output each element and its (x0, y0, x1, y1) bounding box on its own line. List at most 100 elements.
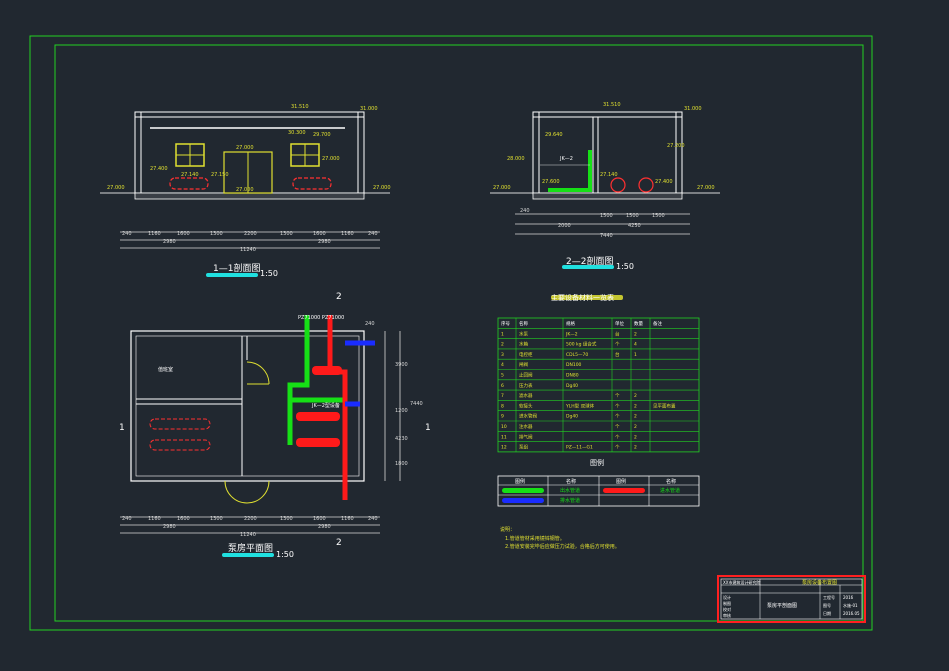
equipment-table-cell-r4-c3: DN100 (566, 362, 582, 368)
plan-side-dim-1: 3900 (395, 362, 408, 368)
s22-dim-1: 240 (520, 208, 530, 214)
legend-swatch-green (502, 488, 544, 493)
plan-dim-mid-1: 2980 (163, 524, 176, 530)
equipment-table-cell-r12-c3: PZ—11—G1 (566, 445, 593, 451)
s22-elev-pipe-3: 27.400 (655, 179, 673, 185)
equipment-table-cell-r12-c1: 12 (501, 445, 507, 451)
s22-dim-3: 1500 (626, 213, 639, 219)
plan-tank-2 (149, 439, 211, 451)
equipment-table-cell-r10-c1: 10 (501, 424, 507, 430)
s22-elev-floor-right: 27.000 (697, 185, 715, 191)
notes-line-1: 1.管道管材采用镜锌钢管。 (505, 535, 565, 542)
elev-pipe-1: 27.400 (150, 166, 168, 172)
elev-beam: 29.700 (313, 132, 331, 138)
equipment-table-cell-r10-c2: 注水器 (519, 423, 533, 430)
equipment-table-cell-r10-c4: 个 (615, 424, 620, 430)
plan-side-dim-2: 1200 (395, 408, 408, 414)
elev-floor-right: 27.000 (373, 185, 391, 191)
notes-line-2: 2.管道安装完毕后应做压力试验，合格后方可使用。 (505, 543, 620, 550)
plan-dim-8: 1160 (341, 516, 354, 522)
s11-dim-4: 1300 (210, 231, 223, 237)
equipment-table-header-2: 名称 (519, 320, 528, 327)
equipment-table-cell-r7-c4: 个 (615, 393, 620, 399)
plan-scale: 1:50 (276, 550, 294, 559)
title-block-right-value-1: 2016 (843, 595, 854, 600)
title-block-right-field-3: 日期 (823, 610, 831, 616)
equipment-table-cell-r3-c5: 1 (634, 352, 637, 358)
s22-elev-pipe-1: 27.600 (542, 179, 560, 185)
legend-header-3: 图例 (616, 478, 626, 485)
equipment-table-cell-r9-c2: 进水管阀 (519, 413, 537, 420)
equipment-table-cell-r9-c4: 个 (615, 414, 620, 420)
plan-dim-9: 240 (368, 516, 378, 522)
legend-header-2: 名称 (566, 478, 576, 485)
section-1-1-title: 1—1剖面图 (213, 262, 260, 274)
equipment-table-header-4: 单位 (615, 320, 624, 327)
section-2-2-scale: 1:50 (616, 262, 634, 271)
equipment-table-cell-r8-c6: 见平面布置 (653, 402, 676, 409)
elev-window-right: 27.000 (322, 156, 340, 162)
s11-dim-8: 1160 (341, 231, 354, 237)
legend: 图例 图例 名称 图例 名称 出水管道 进水管道 排水管道 (497, 458, 700, 507)
equipment-table-cell-r1-c3: JK—2 (565, 331, 578, 337)
title-block-right-field-1: 工程号 (823, 594, 835, 600)
s22-elev-right: 27.200 (667, 143, 685, 149)
legend-title: 图例 (590, 458, 604, 467)
equipment-table-cell-r12-c4: 个 (615, 445, 620, 451)
equipment-table-cell-r7-c5: 2 (634, 393, 637, 399)
s22-dim-mid-2: 4250 (628, 223, 641, 229)
plan-dim-mid-2: 2980 (318, 524, 331, 530)
equipment-table-cell-r2-c4: 个 (615, 342, 620, 348)
s22-elev-floor-left: 27.000 (493, 185, 511, 191)
equipment-table-cell-r6-c1: 6 (501, 383, 504, 389)
legend-name-1: 出水管道 (560, 487, 580, 494)
equipment-table-cell-r3-c4: 台 (615, 351, 620, 358)
inner-frame (54, 44, 864, 622)
section-2-2: 31.510 31.000 28.000 27.200 29.640 27.60… (490, 102, 720, 271)
elev-door: 27.000 (236, 187, 254, 193)
plan-dim-7: 1600 (313, 516, 326, 522)
equipment-table-cell-r8-c2: 软接头 (519, 402, 533, 409)
plan-dim-1: 240 (122, 516, 132, 522)
plan-dim-5: 2200 (244, 516, 257, 522)
s22-dim-2: 1500 (600, 213, 613, 219)
s22-elev-mid: 29.640 (545, 132, 563, 138)
equipment-table-cell-r2-c2: 水箱 (519, 341, 528, 348)
title-block-field-4: 审核 (723, 612, 731, 618)
s11-dim-2: 1160 (148, 231, 161, 237)
plan-green-pipe (287, 315, 310, 445)
equipment-table-cell-r1-c2: 水泵 (519, 330, 528, 337)
legend-header-1: 图例 (515, 478, 525, 485)
equipment-table-cell-r5-c1: 5 (501, 373, 504, 379)
equipment-table-cell-r8-c1: 8 (501, 403, 504, 409)
equipment-table-cell-r3-c1: 3 (501, 352, 504, 358)
equipment-table-cell-r1-c5: 2 (634, 331, 637, 337)
title-block-company: XX市建筑设计研究院 (723, 579, 760, 585)
section-1-1-scale: 1:50 (260, 269, 278, 278)
equipment-table-cell-r10-c5: 2 (634, 424, 637, 430)
elev-floor-left: 27.000 (107, 185, 125, 191)
equipment-table-cell-r4-c2: 闸阀 (519, 361, 528, 368)
equipment-table-cell-r12-c5: 2 (634, 445, 637, 451)
equipment-table-cell-r7-c1: 7 (501, 393, 504, 399)
equipment-table-header-3: 规格 (566, 320, 575, 327)
plan-equip-label: JK—2型设备 (311, 402, 340, 409)
title-block-drawing-name: 泵房平剖面图 (767, 602, 797, 609)
plan-marker-2-bottom: 2 (336, 538, 342, 548)
title-block-project: 泵房设备布置图 (802, 579, 837, 586)
s11-dim-3: 1600 (177, 231, 190, 237)
plan-marker-1-left: 1 (119, 423, 125, 433)
equipment-table-cell-r9-c1: 9 (501, 414, 504, 420)
s22-dim-total: 7440 (600, 233, 613, 239)
equipment-table-cell-r8-c3: YLH型 双球体 (565, 402, 595, 409)
tank-left (169, 177, 209, 190)
s22-elev-roof: 31.000 (684, 106, 702, 112)
equipment-table-cell-r5-c2: 止回阀 (519, 372, 533, 379)
equipment-table-cell-r4-c1: 4 (501, 362, 504, 368)
title-block-field-3: 校对 (723, 606, 731, 612)
legend-name-2: 进水管道 (660, 487, 680, 494)
equipment-table-cell-r6-c2: 压力表 (519, 382, 533, 389)
plan-dim-4: 1300 (210, 516, 223, 522)
